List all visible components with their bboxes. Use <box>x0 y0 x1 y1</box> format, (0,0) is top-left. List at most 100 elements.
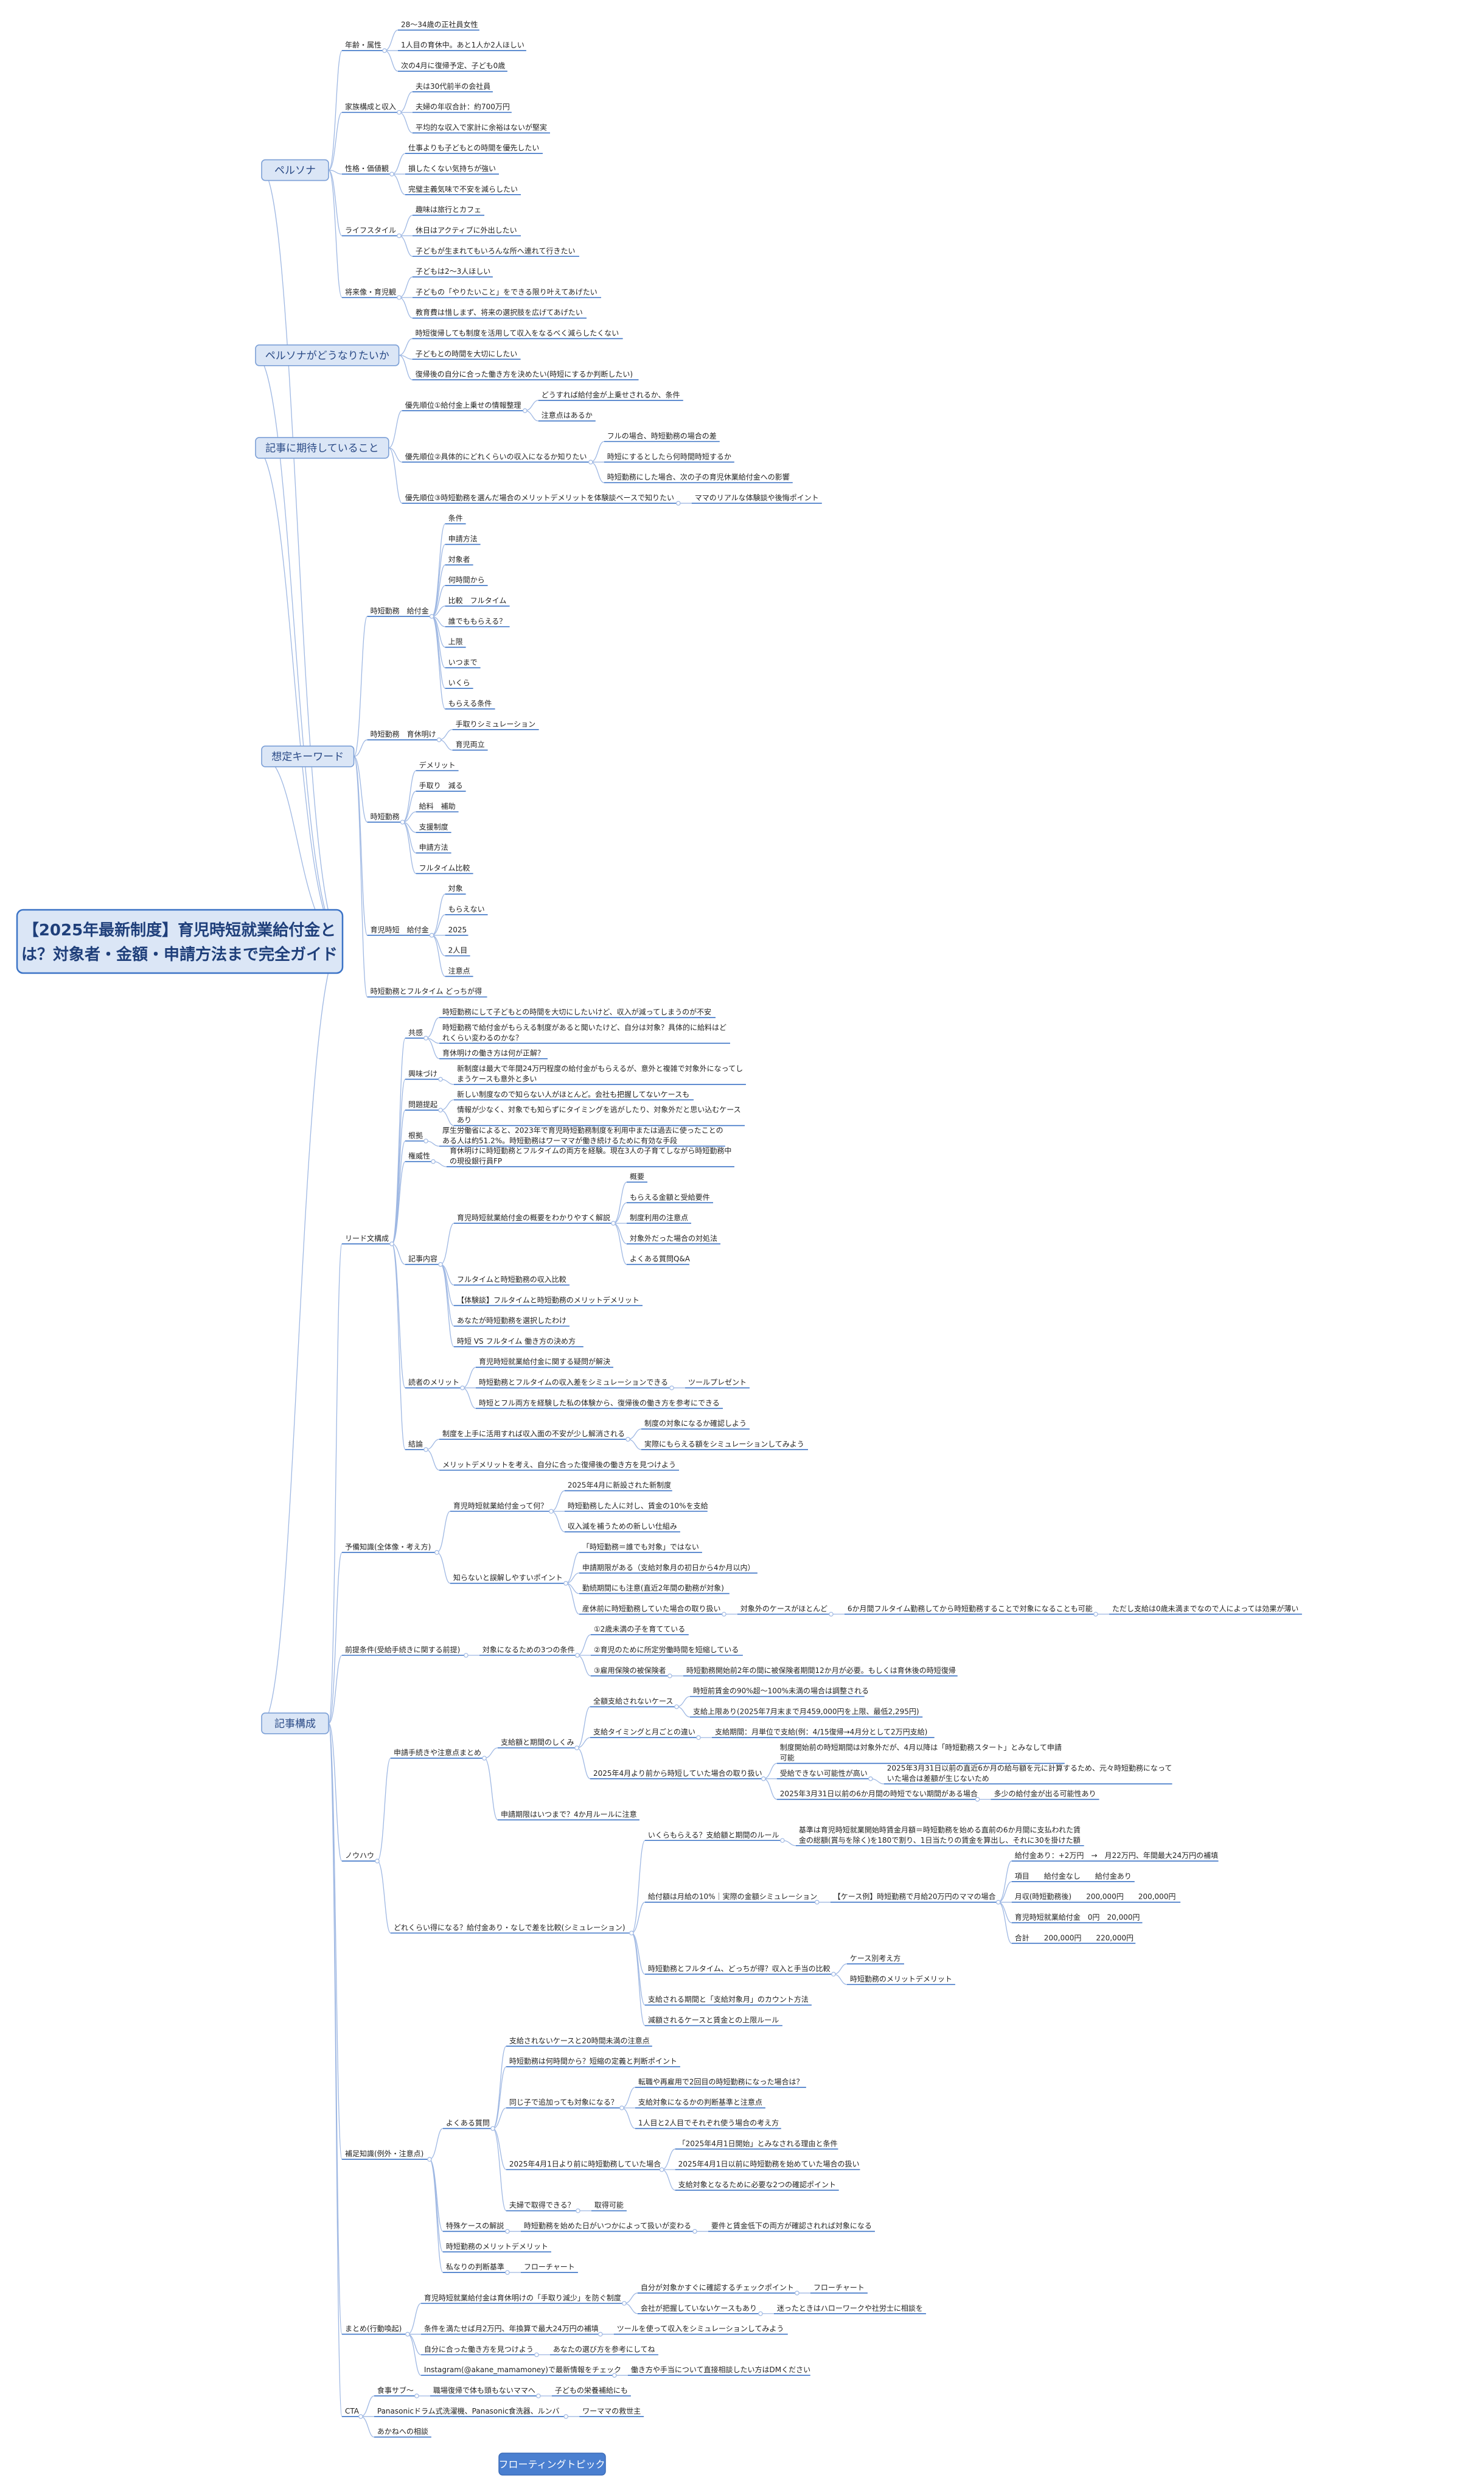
leaf-node[interactable]: ケース別考え方 <box>846 1954 904 1964</box>
leaf-node[interactable]: 1人目の育休中。あと1人か2人ほしい <box>398 40 526 52</box>
leaf-node[interactable]: 支給されないケースと20時間未満の注意点 <box>506 2036 652 2047</box>
leaf-node[interactable]: 支援制度 <box>416 822 451 833</box>
branch-node[interactable]: 制度を上手に活用すれば収入面の不安が少し解消される <box>439 1429 630 1442</box>
leaf-node[interactable]: 復帰後の自分に合った働き方を決めたい(時短にするか判断したい) <box>412 369 639 380</box>
branch-node[interactable]: 時短勤務 給付金 <box>367 606 434 619</box>
leaf-node[interactable]: 働き方や手当について直接相談したい方はDMください <box>627 2365 810 2376</box>
branch-node[interactable]: 受給できない可能性が高い <box>776 1768 873 1781</box>
leaf-node[interactable]: いつまで <box>445 658 481 669</box>
leaf-node[interactable]: ただし支給は0歳未満までなので人によっては効果が薄い <box>1109 1604 1302 1615</box>
branch-node[interactable]: 会社が把握していないケースもあり <box>637 2303 763 2316</box>
leaf-node[interactable]: 「2025年4月1日開始」とみなされる理由と条件 <box>675 2139 838 2150</box>
branch-node[interactable]: 補足知識(例外・注意点) <box>342 2149 432 2162</box>
leaf-node[interactable]: 子どもの栄養補給にも <box>551 2386 631 2397</box>
leaf-node[interactable]: いくら <box>445 679 473 689</box>
leaf-node[interactable]: 支給対象になるかの判断基準と注意点 <box>635 2098 765 2109</box>
leaf-node[interactable]: あかねへの相談 <box>374 2427 431 2438</box>
branch-node[interactable]: 興味づけ <box>405 1069 443 1082</box>
leaf-node[interactable]: 2025年3月31日以前の直近6か月の給与額を元に計算するため、元々時短勤務にな… <box>883 1763 1172 1785</box>
branch-node[interactable]: 2025年3月31日以前の6か月間の時短でない期間がある場合 <box>776 1789 980 1802</box>
leaf-node[interactable]: 1人目と2人目でそれぞれ使う場合の考え方 <box>635 2118 781 2129</box>
leaf-node[interactable]: 時短前賃金の90%超〜100%未満の場合は調整される <box>690 1686 869 1697</box>
leaf-node[interactable]: ②育児のために所定労働時間を短縮している <box>590 1645 743 1656</box>
leaf-node[interactable]: 支給上限あり(2025年7月末まで月459,000円を上限、最低2,295円) <box>690 1707 923 1718</box>
branch-node[interactable]: まとめ(行動喚起) <box>342 2325 410 2337</box>
leaf-node[interactable]: 申請方法 <box>416 843 451 854</box>
branch-node[interactable]: 時短勤務 育休明け <box>367 730 442 742</box>
branch-node[interactable]: 特殊ケースの解説 <box>442 2221 510 2234</box>
leaf-node[interactable]: 比較 フルタイム <box>445 596 510 607</box>
leaf-node[interactable]: 時短にするとしたら何時間時短するか <box>604 452 734 463</box>
leaf-node[interactable]: 育休明けに時短勤務とフルタイムの両方を経験。現在3人の子育てしながら時短勤務中の… <box>447 1146 734 1167</box>
branch-node[interactable]: 育児時短就業給付金は育休明けの「手取り減少」を防ぐ制度 <box>420 2293 627 2306</box>
branch-node[interactable]: ノウハウ <box>342 1851 380 1863</box>
leaf-node[interactable]: 条件 <box>445 514 466 525</box>
leaf-node[interactable]: 時短復帰しても制度を活用して収入をなるべく減らしたくない <box>412 328 623 340</box>
leaf-node[interactable]: 要件と賃金低下の両方が確認されれば対象になる <box>708 2221 875 2232</box>
leaf-node[interactable]: 教育費は惜しまず、将来の選択肢を広げてあげたい <box>413 308 587 319</box>
branch-node[interactable]: 知らないと誤解しやすいポイント <box>450 1573 568 1586</box>
leaf-node[interactable]: 子どもが生まれてもいろんな所へ連れて行きたい <box>413 246 579 257</box>
branch-node[interactable]: 時短勤務を始めた日がいつかによって扱いが変わる <box>520 2221 697 2234</box>
branch-node[interactable]: 【ケース例】時短勤務で月給20万円のママの場合 <box>830 1892 1001 1905</box>
branch-node[interactable]: 優先順位①給付金上乗せの情報整理 <box>402 400 528 413</box>
leaf-node[interactable]: 時短勤務で給付金がもらえる制度があると聞いたけど、自分は対象？具体的に給料はどれ… <box>439 1022 730 1044</box>
branch-node[interactable]: 2025年4月1日より前に時短勤務していた場合 <box>506 2159 664 2172</box>
branch-node[interactable]: 自分に合った働き方を見つけよう <box>420 2344 539 2358</box>
leaf-node[interactable]: 制度開始前の時短期間は対象外だが、4月以降は「時短勤務スタート」とみなして申請可… <box>776 1743 1065 1764</box>
branch-node[interactable]: 性格・価値観 <box>342 164 394 176</box>
branch-node[interactable]: いくらもらえる？支給額と期間のルール <box>644 1831 785 1843</box>
leaf-node[interactable]: 対象 <box>445 884 466 895</box>
leaf-node[interactable]: 平均的な収入で家計に余裕はないが堅実 <box>413 122 550 134</box>
branch-node[interactable]: 全額支給されないケース <box>590 1697 679 1709</box>
leaf-node[interactable]: 手取り 減る <box>416 781 466 792</box>
branch-node[interactable]: 共感 <box>405 1028 428 1041</box>
leaf-node[interactable]: 損したくない気持ちが強い <box>405 164 499 175</box>
leaf-node[interactable]: 時短勤務のメリットデメリット <box>846 1974 955 1985</box>
branch-node[interactable]: 条件を満たせば月2万円、年換算で最大24万円の補填 <box>420 2324 603 2337</box>
leaf-node[interactable]: 上限 <box>445 638 466 648</box>
leaf-node[interactable]: 支給対象となるために必要な2つの確認ポイント <box>675 2180 839 2191</box>
branch-node[interactable]: 優先順位②具体的にどれくらいの収入になるか知りたい <box>402 452 593 465</box>
branch-node[interactable]: 食事サブ〜 <box>374 2386 419 2398</box>
branch-node[interactable]: 年齢・属性 <box>342 40 387 54</box>
branch-node[interactable]: 時短勤務とフルタイム、どっちが得？収入と手当の比較 <box>644 1964 836 1977</box>
leaf-node[interactable]: 完璧主義気味で不安を減らしたい <box>405 184 521 195</box>
leaf-node[interactable]: 多少の給付金が出る可能性あり <box>991 1789 1099 1800</box>
leaf-node[interactable]: 制度利用の注意点 <box>627 1213 691 1224</box>
leaf-node[interactable]: ツールプレゼント <box>685 1378 750 1389</box>
branch-node[interactable]: 優先順位③時短勤務を選んだ場合のメリットデメリットを体験談ベースで知りたい <box>402 493 681 506</box>
leaf-node[interactable]: あなたの選び方を参考にしてね <box>549 2344 658 2356</box>
main-branch[interactable]: 記事に期待していること <box>255 437 389 459</box>
leaf-node[interactable]: 月収(時短勤務後) 200,000円 200,000円 <box>1011 1893 1181 1903</box>
leaf-node[interactable]: 支給される期間と「支給対象月」のカウント方法 <box>644 1995 812 2006</box>
leaf-node[interactable]: 厚生労働省によると、2023年で育児時短勤務制度を利用中または過去に使ったことの… <box>439 1125 725 1147</box>
leaf-node[interactable]: もらえる条件 <box>445 699 495 710</box>
leaf-node[interactable]: 夫婦の年収合計：約700万円 <box>413 102 512 113</box>
branch-node[interactable]: 前提条件(受給手続きに関する前提) <box>342 1645 469 1658</box>
branch-node[interactable]: 家族構成と収入 <box>342 102 402 115</box>
leaf-node[interactable]: フルタイム比較 <box>416 863 473 875</box>
leaf-node[interactable]: 2025 <box>445 926 469 936</box>
leaf-node[interactable]: 子どもは2〜3人ほしい <box>413 267 493 278</box>
leaf-node[interactable]: 給付金あり：+2万円 → 月22万円、年間最大24万円の補填 <box>1011 1851 1219 1862</box>
branch-node[interactable]: 産休前に時短勤務していた場合の取り扱い <box>579 1604 726 1617</box>
leaf-node[interactable]: 注意点はあるか <box>538 411 596 422</box>
leaf-node[interactable]: 時短勤務のメリットデメリット <box>442 2241 551 2253</box>
leaf-node[interactable]: フローチャート <box>520 2263 578 2273</box>
leaf-node[interactable]: 子どもの「やりたいこと」をできる限り叶えてあげたい <box>413 288 601 298</box>
branch-node[interactable]: 問題提起 <box>405 1100 443 1112</box>
leaf-node[interactable]: ツールを使って収入をシミュレーションしてみよう <box>613 2324 788 2335</box>
leaf-node[interactable]: 何時間から <box>445 576 488 586</box>
leaf-node[interactable]: 時短勤務にして子どもとの時間を大切にしたいけど、収入が減ってしまうのが不安 <box>439 1007 716 1018</box>
branch-node[interactable]: 私なりの判断基準 <box>442 2262 510 2275</box>
leaf-node[interactable]: 誰でももらえる？ <box>445 616 510 627</box>
branch-node[interactable]: 支給額と期間のしくみ <box>498 1738 579 1750</box>
leaf-node[interactable]: 実際にもらえる額をシミュレーションしてみよう <box>641 1439 808 1450</box>
central-topic[interactable]: 【2025年最新制度】育児時短就業給付金と は？対象者・金額・申請方法まで完全ガ… <box>16 909 344 974</box>
branch-node[interactable]: ライフスタイル <box>342 226 402 239</box>
branch-node[interactable]: 時短勤務とフルタイムの収入差をシミュレーションできる <box>476 1378 674 1391</box>
branch-node[interactable]: CTA <box>342 2407 363 2419</box>
leaf-node[interactable]: 育児時短就業給付金に関する疑問が解決 <box>476 1357 613 1368</box>
branch-node[interactable]: 権威性 <box>405 1151 436 1164</box>
